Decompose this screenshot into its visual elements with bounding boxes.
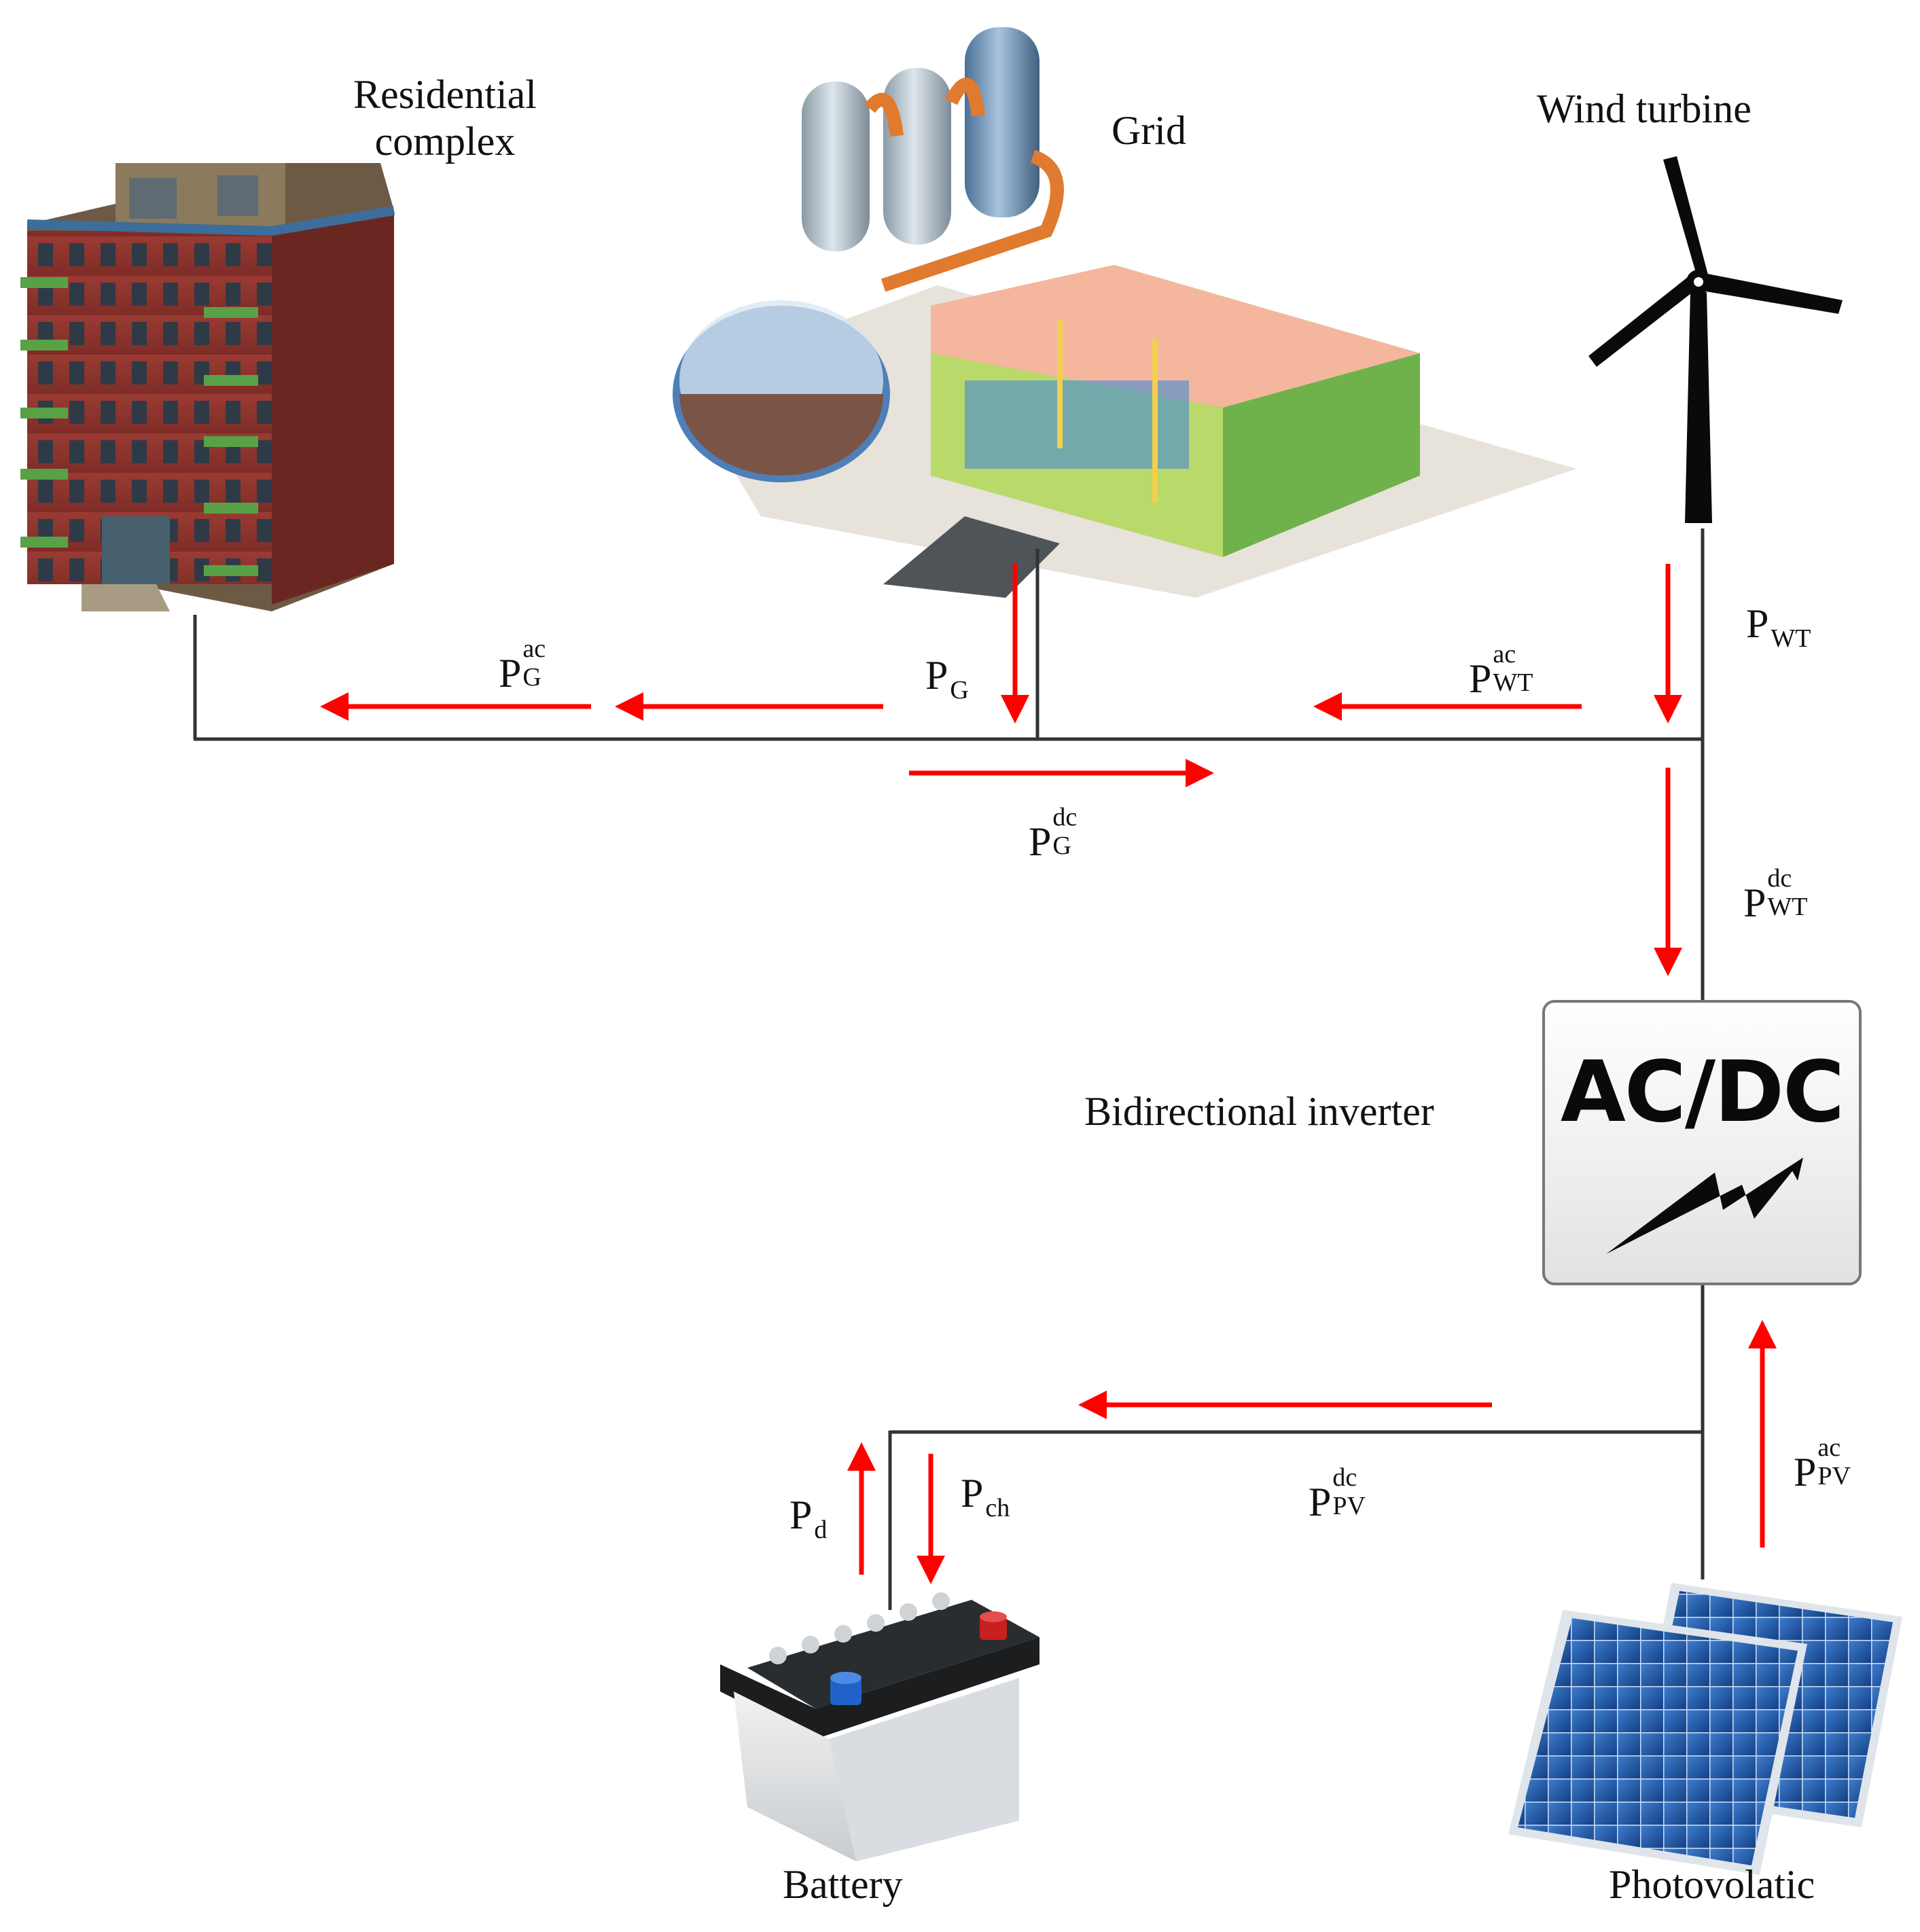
symbol-sub: d xyxy=(814,1516,828,1544)
symbol-base: P xyxy=(499,651,522,696)
symbol-pd: Pd xyxy=(789,1492,827,1543)
symbol-sub: WT xyxy=(1771,624,1811,653)
solar-panel-icon xyxy=(1508,1583,1902,1875)
wind-turbine-label: Wind turbine xyxy=(1537,86,1752,131)
battery-label: Battery xyxy=(783,1862,903,1907)
symbol-sub: G xyxy=(950,676,969,704)
flow-arrows xyxy=(320,564,1777,1584)
symbol-sub: PV xyxy=(1332,1492,1366,1520)
wind-turbine-icon xyxy=(1588,156,1843,523)
symbol-base: P xyxy=(789,1492,813,1537)
symbol-sub: PV xyxy=(1817,1462,1851,1490)
symbol-base: P xyxy=(1794,1450,1817,1495)
symbol-sup: ac xyxy=(1493,640,1516,668)
symbol-pwt: PWT xyxy=(1746,601,1811,651)
symbol-base: P xyxy=(961,1471,984,1516)
grid-label: Grid xyxy=(1112,108,1186,153)
symbol-sup: dc xyxy=(1052,803,1078,831)
lightning-icon xyxy=(1606,1158,1803,1254)
symbol-base: P xyxy=(1746,601,1769,646)
symbol-sub: G xyxy=(1052,831,1071,860)
symbol-base: P xyxy=(925,653,948,698)
symbol-pch: Pch xyxy=(961,1471,1010,1521)
residential-complex-label: Residential complex xyxy=(353,71,537,165)
inverter-label: Bidirectional inverter xyxy=(1084,1089,1434,1134)
symbol-sub: WT xyxy=(1493,668,1533,697)
bus-lines xyxy=(193,529,1705,1610)
symbol-pg: PG xyxy=(925,653,969,703)
symbol-base: P xyxy=(1029,819,1052,864)
symbol-sub: G xyxy=(522,663,541,692)
symbol-sup: ac xyxy=(1817,1433,1841,1462)
car-battery-icon xyxy=(720,1592,1039,1861)
symbol-sub: WT xyxy=(1767,893,1808,921)
symbol-sup: dc xyxy=(1332,1463,1357,1492)
building-icon xyxy=(20,163,395,611)
symbol-base: P xyxy=(1309,1480,1332,1524)
symbol-base: P xyxy=(1469,656,1492,701)
photovoltaic-label: Photovolatic xyxy=(1609,1862,1815,1907)
power-plant-icon xyxy=(673,27,1576,598)
symbol-sup: dc xyxy=(1767,864,1792,893)
symbol-sup: ac xyxy=(522,634,546,663)
inverter-box: AC/DC xyxy=(1542,1000,1862,1285)
inverter-box-label: AC/DC xyxy=(1560,1043,1845,1141)
residential-label-line1: Residential xyxy=(353,72,537,117)
symbol-base: P xyxy=(1743,880,1766,925)
symbol-sub: ch xyxy=(985,1494,1010,1522)
residential-label-line2: complex xyxy=(374,119,516,164)
